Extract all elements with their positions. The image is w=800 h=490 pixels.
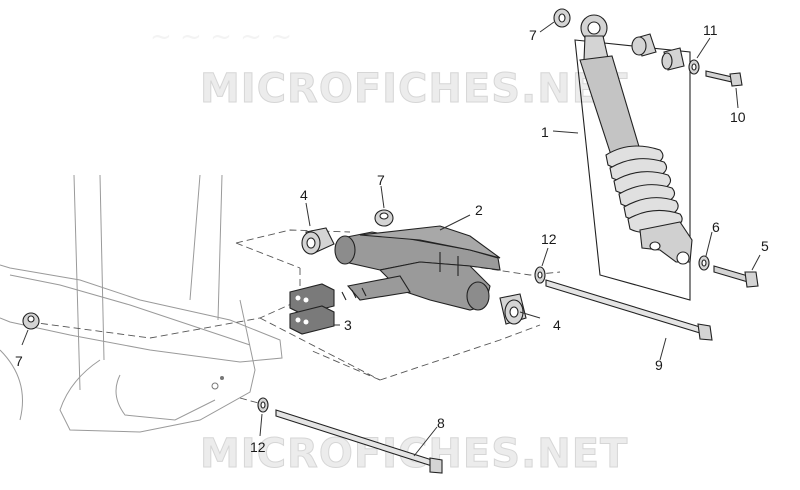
callout-labels: 1 2 3 4 4 5 6 7 7 7 8 9 10 11 12 12 — [15, 22, 769, 455]
callout-7-center: 7 — [377, 172, 385, 188]
swing-arm[interactable] — [334, 225, 501, 311]
faint-background-text: ~ ~ ~ ~ ~ — [150, 22, 292, 52]
callout-12-center: 12 — [541, 231, 557, 247]
callout-9: 9 — [655, 357, 663, 373]
assembly-guide-lines — [29, 229, 561, 405]
callout-12-lower: 12 — [250, 439, 266, 455]
shock-washer[interactable] — [698, 255, 710, 271]
rubber-block[interactable] — [289, 283, 335, 335]
callout-1: 1 — [541, 124, 549, 140]
callout-7-top: 7 — [529, 27, 537, 43]
washer-center[interactable] — [534, 266, 546, 284]
shock-bolt[interactable] — [713, 265, 759, 288]
watermark-top: MICROFICHES.NET — [200, 66, 628, 112]
bushing-left[interactable] — [301, 227, 335, 255]
lower-pin[interactable] — [275, 409, 443, 474]
callout-10: 10 — [730, 109, 746, 125]
shock-bushing-pair — [631, 33, 685, 71]
callout-8: 8 — [437, 415, 445, 431]
callout-11: 11 — [703, 22, 718, 38]
nut-left[interactable] — [22, 312, 40, 330]
frame-outline — [0, 174, 283, 433]
upper-pin[interactable] — [545, 279, 713, 341]
shock-spring — [605, 145, 683, 234]
callout-3: 3 — [344, 317, 352, 333]
callout-5: 5 — [761, 238, 769, 254]
bushing-right[interactable] — [499, 293, 527, 325]
top-washer[interactable] — [688, 59, 700, 75]
nut-top[interactable] — [553, 8, 571, 28]
callout-4-left: 4 — [300, 187, 308, 203]
washer-lower[interactable] — [257, 397, 269, 413]
shock-absorber[interactable] — [579, 14, 693, 265]
callout-7-left: 7 — [15, 353, 23, 369]
callout-2: 2 — [475, 202, 483, 218]
nut-center[interactable] — [374, 209, 394, 227]
top-bolt[interactable] — [705, 70, 743, 87]
leader-lines — [21, 21, 761, 457]
callout-4-right: 4 — [553, 317, 561, 333]
callout-6: 6 — [712, 219, 720, 235]
